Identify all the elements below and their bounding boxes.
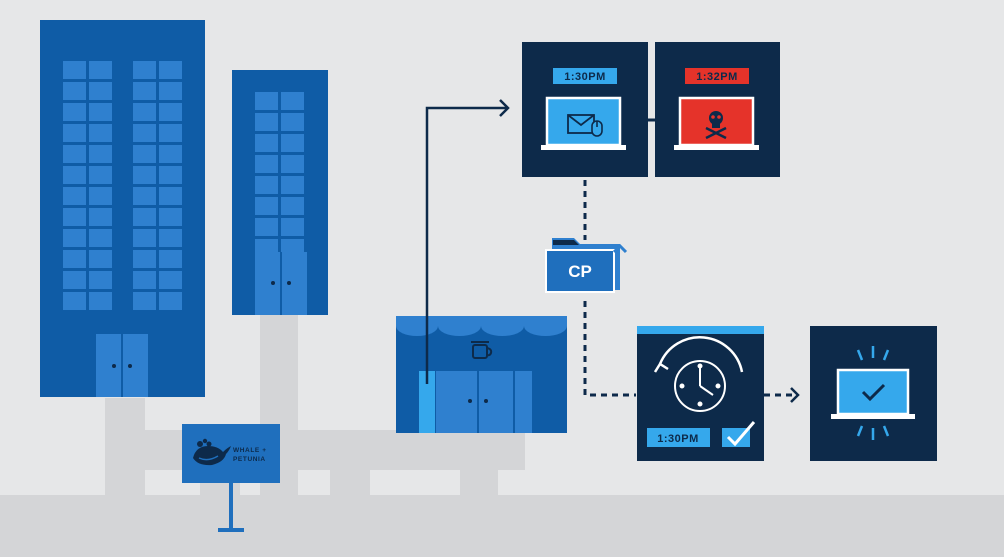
- building-window: [281, 176, 304, 194]
- sign-text-line1: WHALE +: [233, 447, 267, 454]
- building-window: [281, 92, 304, 110]
- backup-folder-label: CP: [568, 262, 592, 281]
- building-window: [89, 166, 112, 184]
- ransomware-laptop-panel: 1:32PM: [648, 42, 780, 177]
- building-window: [133, 187, 156, 205]
- building-window: [89, 208, 112, 226]
- medium-office-building: [232, 70, 328, 315]
- building-window: [63, 250, 86, 268]
- building-window: [63, 82, 86, 100]
- building-window: [63, 103, 86, 121]
- restore-arrow: [764, 388, 798, 402]
- building-window: [89, 187, 112, 205]
- restore-time-label: 1:30PM: [657, 433, 699, 445]
- building-window: [133, 229, 156, 247]
- building-window: [89, 82, 112, 100]
- ransomware-time-label: 1:32PM: [696, 71, 738, 83]
- building-window: [133, 61, 156, 79]
- building-window: [63, 229, 86, 247]
- building-window: [255, 197, 278, 215]
- building-window: [89, 229, 112, 247]
- building-window: [281, 218, 304, 236]
- building-window: [159, 271, 182, 289]
- building-window: [159, 208, 182, 226]
- building-window: [63, 61, 86, 79]
- building-window: [281, 134, 304, 152]
- building-window: [133, 82, 156, 100]
- building-window: [159, 250, 182, 268]
- restore-panel: 1:30PM: [637, 326, 764, 461]
- building-window: [63, 166, 86, 184]
- building-window: [89, 145, 112, 163]
- building-window: [133, 103, 156, 121]
- building-window: [255, 134, 278, 152]
- folder-icon: CP: [542, 238, 628, 296]
- building-window: [63, 208, 86, 226]
- building-window: [63, 187, 86, 205]
- building-window: [159, 166, 182, 184]
- building-window: [63, 271, 86, 289]
- coffee-shop: [396, 316, 567, 433]
- building-window: [89, 271, 112, 289]
- building-window: [159, 82, 182, 100]
- building-window: [281, 197, 304, 215]
- restored-laptop-panel: [810, 326, 937, 461]
- building-window: [89, 103, 112, 121]
- building-window: [63, 124, 86, 142]
- building-window: [63, 145, 86, 163]
- building-window: [159, 229, 182, 247]
- building-window: [133, 250, 156, 268]
- building-window: [133, 208, 156, 226]
- building-window: [255, 92, 278, 110]
- building-window: [255, 113, 278, 131]
- building-window: [89, 61, 112, 79]
- building-window: [159, 187, 182, 205]
- shop-door: [436, 371, 532, 433]
- building-window: [159, 145, 182, 163]
- building-window: [255, 176, 278, 194]
- building-window: [255, 218, 278, 236]
- building-window: [89, 292, 112, 310]
- building-window: [133, 271, 156, 289]
- tall-office-building: [40, 20, 205, 397]
- building-window: [159, 103, 182, 121]
- sign-text-line2: PETUNIA: [233, 456, 266, 463]
- building-window: [159, 124, 182, 142]
- building-window: [133, 166, 156, 184]
- building-window: [133, 145, 156, 163]
- building-window: [255, 155, 278, 173]
- infected-time-label: 1:30PM: [564, 71, 606, 83]
- building-window: [281, 113, 304, 131]
- building-window: [281, 155, 304, 173]
- building-window: [133, 292, 156, 310]
- building-window: [63, 292, 86, 310]
- building-window: [89, 124, 112, 142]
- building-window: [159, 61, 182, 79]
- building-window: [133, 124, 156, 142]
- mouse-icon: [592, 121, 602, 136]
- building-window: [159, 292, 182, 310]
- building-window: [89, 250, 112, 268]
- infected-laptop-panel: 1:30PM: [522, 42, 648, 177]
